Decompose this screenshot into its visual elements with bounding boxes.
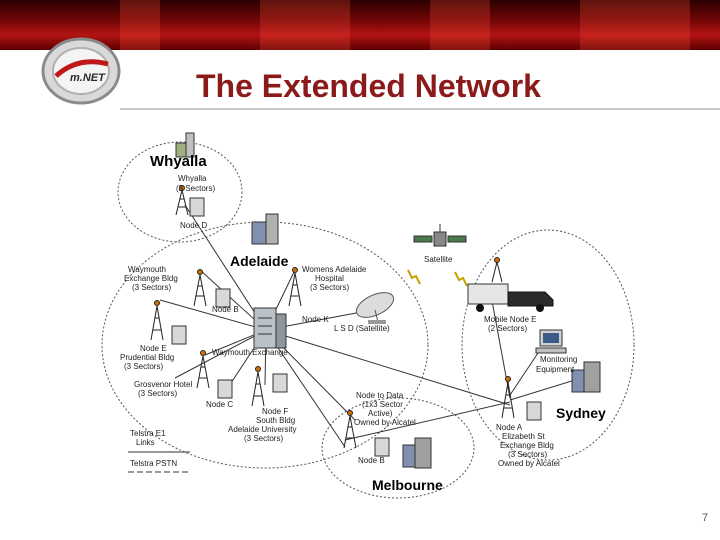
link-line bbox=[509, 379, 576, 401]
server-icon bbox=[374, 437, 390, 457]
server-icon bbox=[272, 373, 288, 393]
legend-label: Telstra PSTN bbox=[130, 459, 177, 468]
antenna-tower-icon bbox=[343, 410, 357, 449]
node-label: Node to Data bbox=[356, 391, 404, 400]
node-label: Node K bbox=[302, 315, 329, 324]
page-number: 7 bbox=[702, 512, 709, 524]
banner-streak bbox=[430, 0, 490, 50]
node-label: Owned by Alcatel bbox=[354, 418, 416, 427]
node-label: Elizabeth St bbox=[502, 432, 545, 441]
title-divider bbox=[120, 108, 720, 110]
node-label: Mobile Node E bbox=[484, 315, 536, 324]
link-line bbox=[265, 329, 346, 448]
company-logo: m.NET bbox=[41, 37, 121, 105]
node-label: South Bldg bbox=[256, 416, 295, 425]
server-icon bbox=[217, 379, 233, 399]
node-label: Equipment bbox=[536, 365, 575, 374]
network-links bbox=[159, 204, 576, 448]
node-label: Node B bbox=[358, 456, 385, 465]
logo-text: m.NET bbox=[70, 72, 106, 84]
server-icon bbox=[171, 325, 187, 345]
building-icon bbox=[175, 132, 195, 158]
banner-streak bbox=[120, 0, 160, 50]
node-label: Prudential Bldg bbox=[120, 353, 174, 362]
link-line bbox=[265, 329, 511, 406]
legend-label: Links bbox=[136, 438, 155, 447]
radio-link-icon bbox=[454, 271, 468, 287]
link-line bbox=[509, 349, 541, 396]
banner-streak bbox=[580, 0, 690, 50]
node-label: (3 Sectors) bbox=[176, 184, 215, 193]
node-label: L S D (Satellite) bbox=[334, 324, 390, 333]
node-label: Grosvenor Hotel bbox=[134, 380, 192, 389]
city-label-sydney: Sydney bbox=[556, 405, 606, 421]
node-label: (3 Sectors) bbox=[138, 389, 177, 398]
antenna-tower-icon bbox=[196, 350, 210, 389]
page-title: The Extended Network bbox=[196, 68, 541, 104]
computer-icon bbox=[535, 329, 567, 354]
node-label: Waymouth bbox=[128, 265, 166, 274]
city-label-melbourne: Melbourne bbox=[372, 477, 443, 493]
node-label: Node D bbox=[180, 221, 207, 230]
mobile-truck-icon bbox=[467, 283, 554, 312]
server-icon bbox=[189, 197, 205, 217]
antenna-tower-icon bbox=[491, 257, 503, 283]
antenna-tower-icon bbox=[288, 267, 302, 307]
node-label: Node F bbox=[262, 407, 288, 416]
radio-link-icon bbox=[407, 269, 421, 285]
link-line bbox=[344, 401, 511, 441]
node-label: Womens Adelaide bbox=[302, 265, 367, 274]
node-label: (3 Sectors) bbox=[508, 450, 547, 459]
server-icon bbox=[526, 401, 542, 421]
node-label: Node E bbox=[140, 344, 167, 353]
antenna-tower-icon bbox=[251, 366, 265, 407]
city-label-adelaide: Adelaide bbox=[230, 253, 289, 269]
satellite-dish-icon bbox=[355, 292, 395, 324]
building-icon bbox=[402, 437, 432, 469]
building-icon bbox=[251, 213, 279, 245]
antenna-tower-icon bbox=[150, 300, 164, 341]
node-label: (1x3 Sector bbox=[362, 400, 403, 409]
link-line bbox=[159, 299, 267, 331]
node-label: Whyalla bbox=[178, 174, 207, 183]
banner-streak bbox=[260, 0, 350, 50]
exchange-switch-icon bbox=[253, 307, 287, 349]
city-label-whyalla: Whyalla bbox=[150, 153, 207, 170]
node-label: Exchange Bldg bbox=[124, 274, 178, 283]
region-whyalla bbox=[117, 141, 243, 243]
region-sydney bbox=[461, 229, 635, 461]
node-label: (3 Sectors) bbox=[310, 283, 349, 292]
node-label: Active) bbox=[368, 409, 393, 418]
region-melbourne bbox=[321, 397, 475, 499]
node-label: Node C bbox=[206, 400, 233, 409]
node-label: Monitoring bbox=[540, 355, 577, 364]
building-icon bbox=[571, 361, 601, 393]
node-label: Exchange Bldg bbox=[500, 441, 554, 450]
link-line bbox=[174, 329, 267, 379]
antenna-tower-icon bbox=[175, 185, 189, 216]
node-label: Adelaide University bbox=[228, 425, 296, 434]
node-label: Hospital bbox=[315, 274, 344, 283]
node-label: (2 Sectors) bbox=[488, 324, 527, 333]
header-banner bbox=[0, 0, 720, 50]
node-label: (3 Sectors) bbox=[244, 434, 283, 443]
link-line bbox=[184, 204, 267, 331]
server-icon bbox=[215, 288, 231, 308]
logo-swoosh bbox=[54, 59, 109, 78]
antenna-tower-icon bbox=[501, 376, 515, 419]
node-label: Waymouth Exchange bbox=[212, 348, 288, 357]
legend-label: Telstra E1 bbox=[130, 429, 166, 438]
node-label: (3 Sectors) bbox=[132, 283, 171, 292]
antenna-tower-icon bbox=[193, 269, 207, 307]
satellite-icon bbox=[413, 224, 467, 247]
node-label: (3 Sectors) bbox=[124, 362, 163, 371]
node-label: Node B bbox=[212, 305, 239, 314]
node-label-satellite: Satellite bbox=[424, 255, 453, 264]
node-label: Owned by Alcatel bbox=[498, 459, 560, 468]
node-label: Node A bbox=[496, 423, 523, 432]
